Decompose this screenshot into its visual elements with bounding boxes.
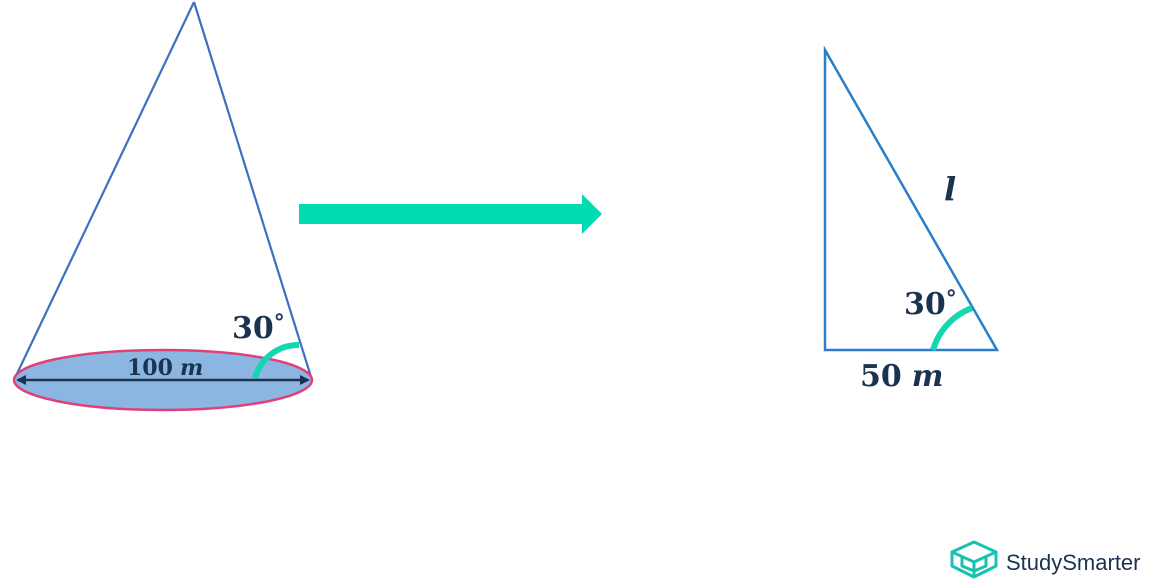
cone-angle-arc <box>252 341 300 379</box>
right-triangle-outline <box>823 45 1000 352</box>
studysmarter-logo-text: StudySmarter <box>1006 550 1141 575</box>
triangle-angle-label: 30° <box>904 286 957 322</box>
triangle-hypotenuse-label: l <box>944 170 956 208</box>
cone-right-slant <box>192 1 314 381</box>
triangle-angle-arc <box>930 305 974 351</box>
cone-left-slant <box>13 1 195 381</box>
cone-angle-label: 30° <box>232 310 285 346</box>
studysmarter-logo: StudySmarter <box>950 540 1141 579</box>
arrow-right-icon <box>299 194 602 234</box>
transform-arrow <box>299 194 602 234</box>
studysmarter-logo-icon <box>950 540 998 579</box>
